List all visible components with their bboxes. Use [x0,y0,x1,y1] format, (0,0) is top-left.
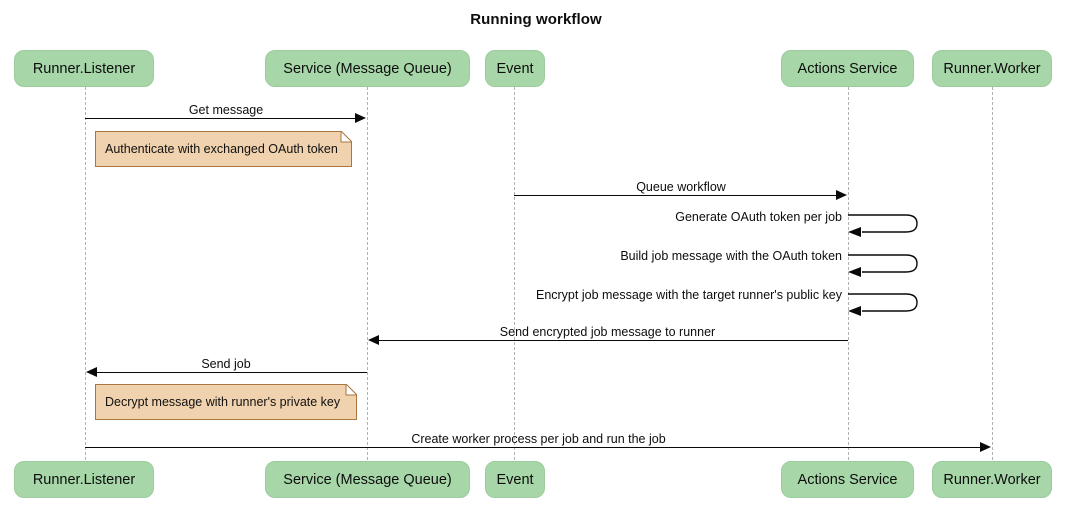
lifeline-runner-listener [85,87,86,460]
note-decrypt: Decrypt message with runner's private ke… [95,384,357,420]
participant-runner-listener-bottom[interactable]: Runner.Listener [14,461,154,498]
arrowhead-send-job [86,367,97,377]
note-fold-icon [341,131,352,142]
message-label-send-job: Send job [201,357,251,371]
participant-label: Runner.Listener [32,471,136,488]
participant-service-message-queue-top[interactable]: Service (Message Queue) [265,50,470,87]
self-loop-encrypt-job-message [848,289,928,319]
message-line-get-message [85,118,355,119]
self-message-label-generate-oauth-token: Generate OAuth token per job [675,210,842,224]
participant-runner-worker-bottom[interactable]: Runner.Worker [932,461,1052,498]
note-authenticate: Authenticate with exchanged OAuth token [95,131,352,167]
participant-label: Event [496,60,534,77]
note-fold-icon [346,384,357,395]
participant-service-message-queue-bottom[interactable]: Service (Message Queue) [265,461,470,498]
message-label-create-worker-process: Create worker process per job and run th… [411,432,666,446]
participant-label: Runner.Worker [943,471,1041,488]
lifeline-event [514,87,515,460]
lifeline-service-message-queue [367,87,368,460]
note-text: Decrypt message with runner's private ke… [105,395,341,409]
self-message-label-encrypt-job-message: Encrypt job message with the target runn… [535,288,842,302]
participant-label: Runner.Worker [943,60,1041,77]
participant-label: Actions Service [797,471,898,488]
note-text: Authenticate with exchanged OAuth token [105,142,338,156]
self-loop-build-job-message [848,250,928,280]
participant-runner-listener-top[interactable]: Runner.Listener [14,50,154,87]
arrowhead-get-message [355,113,366,123]
participant-label: Service (Message Queue) [283,471,452,488]
participant-runner-worker-top[interactable]: Runner.Worker [932,50,1052,87]
message-label-queue-workflow: Queue workflow [636,180,726,194]
arrowhead-send-encrypted-job-message [368,335,379,345]
message-line-send-job [97,372,367,373]
arrowhead-queue-workflow [836,190,847,200]
participant-actions-service-top[interactable]: Actions Service [781,50,914,87]
participant-label: Service (Message Queue) [283,60,452,77]
lifeline-runner-worker [992,87,993,460]
message-label-send-encrypted-job-message: Send encrypted job message to runner [499,325,716,339]
message-label-get-message: Get message [188,103,264,117]
participant-event-bottom[interactable]: Event [485,461,545,498]
self-loop-generate-oauth-token [848,210,928,240]
participant-label: Event [496,471,534,488]
message-line-queue-workflow [514,195,836,196]
participant-event-top[interactable]: Event [485,50,545,87]
participant-label: Actions Service [797,60,898,77]
arrowhead-create-worker-process [980,442,991,452]
message-line-create-worker-process [85,447,980,448]
participant-label: Runner.Listener [32,60,136,77]
lifeline-actions-service [848,87,849,460]
message-line-send-encrypted-job-message [379,340,848,341]
page-title: Running workflow [470,11,602,28]
self-message-label-build-job-message: Build job message with the OAuth token [620,249,842,263]
participant-actions-service-bottom[interactable]: Actions Service [781,461,914,498]
